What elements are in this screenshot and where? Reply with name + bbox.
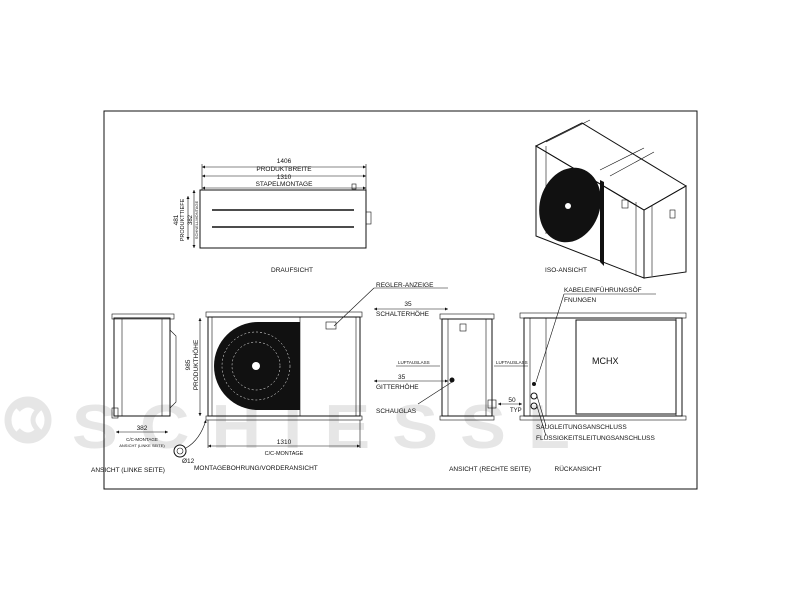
front-dim-switch-height: 35 bbox=[404, 301, 412, 308]
front-lifting-label-left: LUFTAUSLASS bbox=[398, 360, 430, 365]
rear-coil-label: MCHX bbox=[592, 356, 619, 366]
front-callout-sightglass: SCHAUGLAS bbox=[376, 408, 417, 415]
rear-callout-cable-line1: KABELEINFÜHRUNGSÖF bbox=[564, 286, 642, 294]
rear-view: MCHX KABELEINFÜHRUNGSÖF FNUNGEN SAUGLEIT… bbox=[519, 286, 687, 473]
left-side-view: 382 C/C-MONTAGE ANSICHT (LINKE SEITE) AN… bbox=[91, 313, 177, 474]
right-dim-typ-label: TYP bbox=[510, 408, 522, 414]
top-view: 1406 PRODUKTBREITE 1310 STAPELMONTAGE 48… bbox=[173, 158, 372, 274]
left-dim-width-sublabel: ANSICHT (LINKE SEITE) bbox=[119, 443, 165, 448]
top-dim-total-width-label: PRODUKTBREITE bbox=[256, 166, 312, 173]
top-dim-depth-label: PRODUKTTIEFE bbox=[180, 198, 186, 241]
front-dim-height: 985 bbox=[185, 359, 192, 370]
front-callout-controller: REGLER-ANZEIGE bbox=[376, 282, 434, 289]
right-lifting-label: LUFTAUSLASS bbox=[496, 360, 528, 365]
top-dim-stack-width-label: STAPELMONTAGE bbox=[256, 181, 313, 188]
top-view-label: DRAUFSICHT bbox=[271, 267, 313, 274]
front-dim-width-label: C/C-MONTAGE bbox=[265, 451, 304, 457]
rear-callout-liquid: FLÜSSIGKEITSLEITUNGSANSCHLUSS bbox=[536, 434, 655, 442]
rear-callout-suction: SAUGLEITUNGSANSCHLUSS bbox=[536, 424, 627, 431]
right-dim-typ: 50 bbox=[508, 397, 516, 404]
left-dim-width: 382 bbox=[137, 425, 148, 432]
front-dim-switch-height-label: SCHALTERHÖHE bbox=[376, 310, 430, 318]
top-dim-depth: 481 bbox=[173, 214, 180, 225]
rear-view-label: RÜCKANSICHT bbox=[555, 465, 602, 473]
sheet-frame bbox=[103, 110, 698, 490]
front-dim-grille-height: 35 bbox=[398, 374, 406, 381]
left-view-label: ANSICHT (LINKE SEITE) bbox=[91, 467, 165, 474]
front-view: 985 PRODUKTHÖHE 1310 C/C-MONTAGE Ø12 MON… bbox=[173, 282, 453, 472]
iso-view-label: ISO-ANSICHT bbox=[545, 267, 587, 274]
watermark: SCHIESSL bbox=[4, 393, 592, 462]
right-view-label: ANSICHT (RECHTE SEITE) bbox=[449, 466, 531, 473]
front-hole-label: Ø12 bbox=[182, 458, 195, 465]
left-dim-width-label: C/C-MONTAGE bbox=[126, 437, 158, 442]
watermark-text: SCHIESSL bbox=[72, 393, 592, 462]
front-view-label: MONTAGEBOHRUNG/VORDERANSICHT bbox=[194, 465, 318, 472]
top-dim-total-width: 1406 bbox=[277, 158, 292, 165]
top-dim-stack-width: 1310 bbox=[277, 174, 292, 181]
rear-callout-cable-line2: FNUNGEN bbox=[564, 297, 596, 304]
iso-view: ISO-ANSICHT bbox=[534, 119, 687, 279]
front-dim-grille-height-label: GITTERHÖHE bbox=[376, 383, 419, 391]
front-dim-height-label: PRODUKTHÖHE bbox=[192, 339, 200, 390]
right-side-view: LUFTAUSLASS 50 TYP ANSICHT (RECHTE SEITE… bbox=[439, 313, 531, 473]
front-dim-width: 1310 bbox=[277, 439, 292, 446]
top-dim-inner-depth-label: SCHNELLMONTAGE bbox=[194, 200, 199, 239]
top-dim-inner-depth: 382 bbox=[188, 214, 194, 225]
